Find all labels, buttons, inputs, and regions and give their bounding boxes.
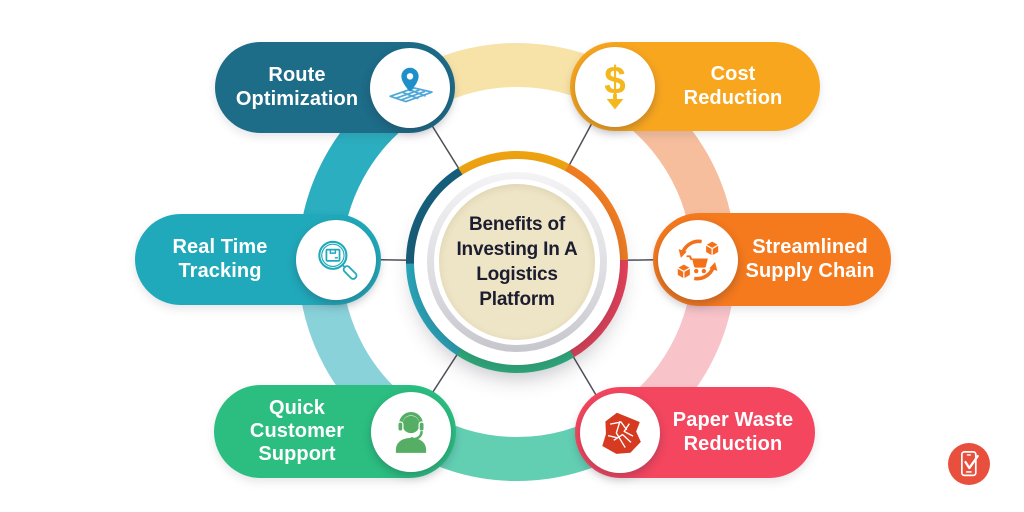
pill-label-cost-reduction: Cost Reduction	[683, 63, 783, 109]
dollar-decrease-icon: $	[575, 46, 655, 127]
pill-real-time-tracking: Real Time Tracking	[135, 214, 381, 305]
medallion-ring-lower-right	[568, 260, 629, 358]
pill-label-streamlined-supply-chain: Streamlined Supply Chain	[745, 236, 875, 282]
location-pin	[401, 67, 419, 92]
pill-quick-customer-support: Quick Customer Support	[214, 385, 456, 478]
medallion-ring-lower-left	[406, 263, 463, 356]
svg-text:$: $	[604, 62, 625, 102]
medallion-ring-bottom	[456, 346, 575, 373]
crumpled-paper-icon	[580, 392, 660, 473]
pill-streamlined-supply-chain: Streamlined Supply Chain	[653, 213, 891, 306]
pill-cost-reduction: $ Cost Reduction	[570, 42, 820, 131]
medallion-ring-upper-right	[564, 163, 628, 261]
phone-check-logo	[948, 443, 990, 485]
medallion-ring-upper-left	[405, 167, 464, 264]
medallion-center: Benefits of Investing In A Logistics Pla…	[439, 184, 595, 340]
pill-paper-waste-reduction: Paper Waste Reduction	[575, 387, 815, 478]
package-search-icon	[296, 219, 376, 300]
map-route-pin-icon	[370, 47, 450, 128]
center-title: Benefits of Investing In A Logistics Pla…	[456, 213, 578, 311]
pill-label-paper-waste-reduction: Paper Waste Reduction	[672, 409, 794, 455]
supply-chain-cycle-icon	[658, 219, 738, 300]
support-agent-icon	[371, 391, 451, 472]
pill-label-quick-customer-support: Quick Customer Support	[249, 396, 345, 466]
pill-label-real-time-tracking: Real Time Tracking	[172, 236, 268, 282]
pill-label-route-optimization: Route Optimization	[235, 64, 359, 110]
pill-route-optimization: Route Optimization	[215, 42, 455, 133]
medallion-ring-top	[458, 150, 570, 177]
